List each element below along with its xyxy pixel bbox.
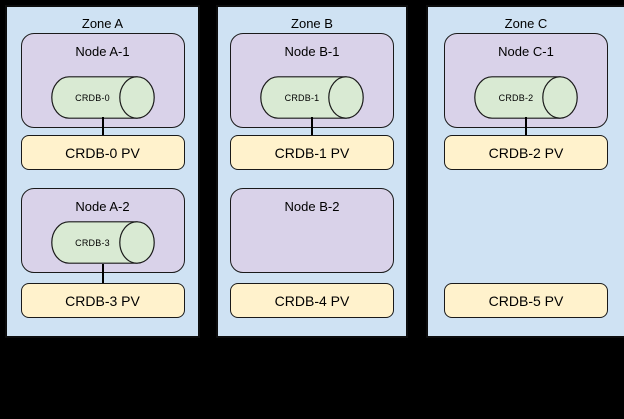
zone-b-container: Zone B Node B-1 CRDB-1 CRDB-1 PV Node B-… <box>216 5 408 338</box>
pv-crdb-1-label: CRDB-1 PV <box>274 144 350 161</box>
connector-node-c1-to-pv <box>525 117 527 136</box>
pod-crdb-1-label: CRDB-1 <box>284 92 320 103</box>
node-c1: Node C-1 CRDB-2 <box>444 33 608 128</box>
zone-a-container: Zone A Node A-1 CRDB-0 CRDB-0 PV Node A-… <box>5 5 200 338</box>
pv-crdb-3: CRDB-3 PV <box>20 283 185 318</box>
node-a2-label: Node A-2 <box>75 199 130 214</box>
connector-node-a2-to-pv <box>101 264 104 284</box>
zone-b-label: Zone B <box>291 16 333 31</box>
pod-crdb-2-label: CRDB-2 <box>498 92 534 103</box>
node-a1: Node A-1 CRDB-0 <box>20 33 185 128</box>
pod-crdb-2: CRDB-2 <box>474 76 578 119</box>
node-a1-label: Node A-1 <box>75 44 130 59</box>
connector-node-a1-to-pv <box>101 117 104 136</box>
pv-crdb-2: CRDB-2 PV <box>444 135 608 170</box>
pv-crdb-5-label: CRDB-5 PV <box>488 292 564 309</box>
pod-crdb-3: CRDB-3 <box>50 221 155 264</box>
zone-c-container: Zone C Node C-1 CRDB-2 CRDB-2 PV CRDB-5 … <box>426 5 624 338</box>
pv-crdb-3-label: CRDB-3 PV <box>65 292 140 309</box>
node-b2-label: Node B-2 <box>284 199 340 214</box>
pod-crdb-0-label: CRDB-0 <box>75 92 110 103</box>
pod-crdb-1: CRDB-1 <box>260 76 364 119</box>
pv-crdb-0: CRDB-0 PV <box>20 135 185 170</box>
pv-crdb-0-label: CRDB-0 PV <box>65 144 140 161</box>
node-b1-label: Node B-1 <box>284 44 340 59</box>
pv-crdb-1: CRDB-1 PV <box>230 135 394 170</box>
pv-crdb-4: CRDB-4 PV <box>230 283 394 318</box>
node-c1-label: Node C-1 <box>498 44 554 59</box>
pod-crdb-3-label: CRDB-3 <box>75 237 110 248</box>
zone-c-label: Zone C <box>504 16 548 31</box>
node-a2: Node A-2 CRDB-3 <box>20 188 185 273</box>
connector-node-b1-to-pv <box>311 117 313 136</box>
node-b2: Node B-2 <box>230 188 394 273</box>
node-b1: Node B-1 CRDB-1 <box>230 33 394 128</box>
pv-crdb-5: CRDB-5 PV <box>444 283 608 318</box>
pv-crdb-4-label: CRDB-4 PV <box>274 292 350 309</box>
zone-a-label: Zone A <box>81 16 124 31</box>
pv-crdb-2-label: CRDB-2 PV <box>488 144 564 161</box>
pod-crdb-0: CRDB-0 <box>50 76 155 119</box>
